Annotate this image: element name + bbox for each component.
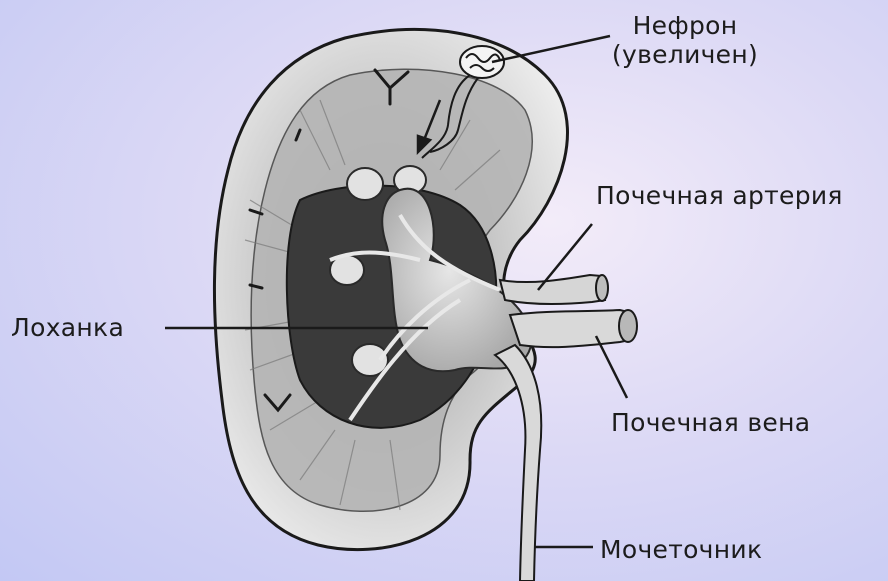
renal-artery-end [596, 275, 608, 301]
label-nephron-line1: Нефрон [600, 11, 770, 40]
renal-vein [510, 310, 630, 347]
label-pelvis: Лоханка [11, 313, 124, 342]
vein-leader [596, 336, 627, 398]
label-nephron: Нефрон (увеличен) [600, 11, 770, 69]
label-nephron-line2: (увеличен) [600, 40, 770, 69]
label-renal-artery: Почечная артерия [596, 181, 843, 210]
renal-vein-end [619, 310, 637, 342]
label-ureter: Мочеточник [600, 535, 762, 564]
renal-artery [500, 275, 605, 304]
label-renal-vein: Почечная вена [611, 408, 810, 437]
